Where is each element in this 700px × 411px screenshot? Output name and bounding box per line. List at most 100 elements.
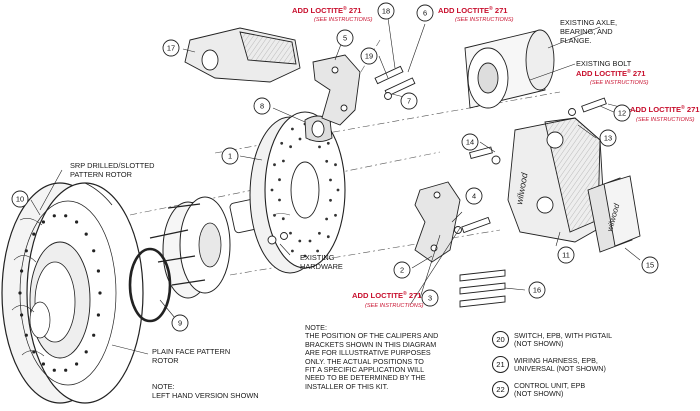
disc-drill-hole: [326, 235, 330, 239]
callout-19: 19: [360, 47, 378, 65]
loctite-label: ADD LOCTITE: [352, 291, 403, 300]
legend-line: (NOT SHOWN): [514, 339, 564, 349]
loctite-callout-right: ADD LOCTITE® 271 (SEE INSTRUCTIONS): [630, 104, 700, 123]
callout-circle: [162, 39, 180, 57]
loctite-reg: ®: [403, 290, 407, 297]
legend-number: 21: [492, 356, 509, 373]
callout-number: 6: [423, 9, 427, 18]
disc-drill-hole: [318, 145, 321, 149]
disc-drill-hole: [282, 159, 285, 163]
existing-axle: [464, 29, 555, 109]
callout-11: 11: [557, 246, 575, 264]
rotor-drill-hole: [18, 291, 22, 295]
callout-6: 6: [416, 4, 434, 22]
position-note: NOTE: THE POSITION OF THE CALIPERS AND B…: [305, 323, 438, 391]
loctite-callout-existing-bolt: ADD LOCTITE® 271 (SEE INSTRUCTIONS): [576, 68, 649, 86]
disc-drill-hole: [325, 217, 328, 221]
callout-1: 1: [221, 147, 239, 165]
callout-number: 14: [466, 138, 474, 147]
callout-4: 4: [465, 187, 483, 205]
small-hardware: [267, 65, 607, 245]
disc-drill-hole: [281, 217, 285, 221]
svg-text:ADD LOCTITE® 271: ADD LOCTITE® 271: [352, 290, 422, 300]
loctite-callout-top-center: ADD LOCTITE® 271 (SEE INSTRUCTIONS): [438, 5, 514, 23]
loctite-num: 271: [407, 291, 423, 300]
rotor-drill-hole: [92, 333, 96, 337]
legend-item-22: 22 CONTROL UNIT, EPB (NOT SHOWN): [492, 381, 692, 411]
legend-item-21: 21 WIRING HARNESS, EPB, UNIVERSAL (NOT S…: [492, 356, 692, 386]
rotor-drill-hole: [24, 249, 28, 253]
callout-number: 2: [400, 266, 404, 275]
callout-8: 8: [253, 97, 271, 115]
callout-number: 10: [16, 195, 24, 204]
legend-number: 20: [492, 331, 509, 348]
callout-3: 3: [421, 289, 439, 307]
callout-number: 11: [562, 251, 570, 260]
existing-axle-label-2: BEARING, AND: [560, 27, 613, 36]
disc-drill-hole: [336, 188, 340, 192]
rotor-drill-hole: [84, 232, 88, 236]
existing-axle-label-1: EXISTING AXLE,: [560, 18, 617, 27]
callout-circle: [461, 133, 479, 151]
disc-drill-hole: [278, 198, 281, 202]
disc-drill-hole: [289, 145, 292, 149]
legend-number: 22: [492, 381, 509, 398]
disc-drill-hole: [278, 178, 281, 182]
loctite-label: ADD LOCTITE: [630, 105, 681, 114]
svg-text:ADD LOCTITE® 271: ADD LOCTITE® 271: [630, 104, 700, 114]
callout-circle: [171, 314, 189, 332]
callout-circle: [393, 261, 411, 279]
legend-line: (NOT SHOWN): [514, 389, 564, 399]
disc-drill-hole: [326, 141, 330, 145]
callout-13: 13: [599, 129, 617, 147]
hand-note-label-1: NOTE:: [152, 382, 175, 391]
callout-number: 5: [343, 34, 347, 43]
disc-drill-hole: [298, 137, 302, 141]
rotor-assembly: [1, 182, 144, 404]
shims-16: [459, 269, 506, 308]
note-line: INSTALLER OF THIS KIT.: [305, 381, 389, 391]
rotor-drill-hole: [32, 232, 36, 236]
loctite-reg: ®: [489, 5, 493, 12]
note-line: NEED TO BE DETERMINED BY THE: [305, 373, 426, 383]
disc-drill-hole: [329, 178, 332, 182]
callout-number: 12: [618, 109, 626, 118]
loctite-callout-top-left: ADD LOCTITE® 271 (SEE INSTRUCTIONS): [292, 5, 373, 23]
loctite-sub: (SEE INSTRUCTIONS): [365, 303, 424, 309]
rotor-drill-hole: [41, 362, 46, 366]
leader-lines: [30, 17, 641, 355]
disc-drill-hole: [318, 231, 321, 235]
loctite-label: ADD LOCTITE: [438, 6, 489, 15]
disc-drill-hole: [308, 239, 312, 243]
caliper-brackets: [312, 54, 461, 263]
legend-text: SWITCH, EPB, WITH PIGTAIL (NOT SHOWN): [514, 331, 613, 349]
note-line: NOTE:: [305, 323, 327, 332]
rotor-drill-hole: [75, 220, 79, 224]
callout-2: 2: [393, 261, 411, 279]
rotor-drill-hole: [98, 291, 102, 295]
loctite-num: 271: [685, 105, 700, 114]
disc-drill-hole: [291, 249, 294, 253]
disc-drill-hole: [273, 163, 276, 167]
loctite-label: ADD LOCTITE: [292, 6, 343, 15]
srp-rotor-label-2: PATTERN ROTOR: [70, 170, 132, 179]
legend-item-20: 20 SWITCH, EPB, WITH PIGTAIL (NOT SHOWN): [492, 331, 692, 361]
callout-16: 16: [528, 281, 546, 299]
legend-line: WIRING HARNESS, EPB,: [514, 356, 598, 365]
svg-text:ADD LOCTITE® 271: ADD LOCTITE® 271: [292, 5, 362, 15]
callout-number: 17: [167, 44, 175, 53]
callout-number: 3: [428, 294, 432, 303]
loctite-sub: (SEE INSTRUCTIONS): [636, 117, 695, 123]
rotor-hat-hub: [128, 196, 271, 323]
existing-axle-label-3: FLANGE.: [560, 36, 592, 45]
legend-line: SWITCH, EPB, WITH PIGTAIL: [514, 331, 613, 340]
rotor-drill-hole: [24, 333, 28, 337]
callout-number: 7: [407, 97, 411, 106]
disc-drill-hole: [303, 254, 307, 258]
callout-number: 4: [472, 192, 476, 201]
callout-number: 13: [604, 134, 612, 143]
disc-drill-hole: [329, 198, 332, 202]
note-line: ONLY. THE ACTUAL POSITIONS TO: [305, 356, 424, 366]
brake-disc-1: [249, 111, 346, 274]
